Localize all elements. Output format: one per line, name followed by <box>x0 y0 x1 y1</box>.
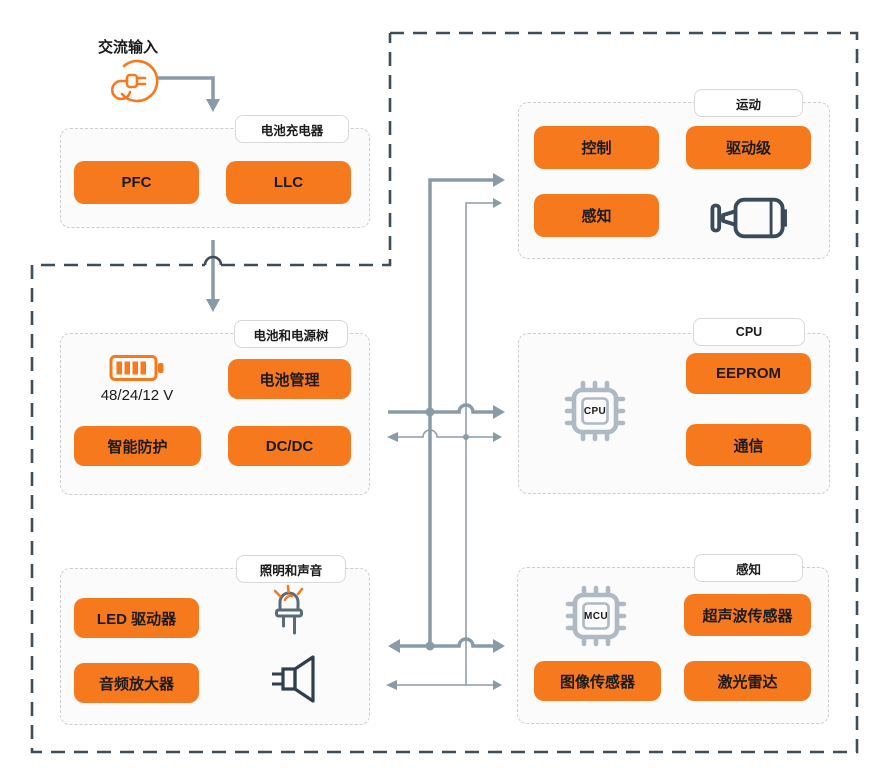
ac-input-arrow <box>158 76 215 99</box>
llc-button[interactable]: LLC <box>226 161 351 204</box>
dcdc-button[interactable]: DC/DC <box>228 426 351 466</box>
ac-input-label: 交流输入 <box>98 39 159 56</box>
battery-icon <box>109 353 165 383</box>
audio-amplifier-button[interactable]: 音频放大器 <box>74 663 199 703</box>
power-plug-icon <box>110 56 162 108</box>
cpu-tag: CPU <box>693 318 805 346</box>
comms-button[interactable]: 通信 <box>686 424 811 466</box>
motion-sensing-button[interactable]: 感知 <box>534 194 659 237</box>
motion-control-button[interactable]: 控制 <box>534 126 659 169</box>
motor-icon <box>705 193 791 243</box>
sensing-tag: 感知 <box>694 554 803 582</box>
led-icon <box>267 583 311 641</box>
image-sensor-button[interactable]: 图像传感器 <box>534 661 661 701</box>
battery-tag: 电池和电源树 <box>234 320 348 348</box>
cpu-chip-icon: CPU <box>561 377 629 445</box>
motion-box: 运动 控制 驱动级 感知 <box>518 89 830 259</box>
eeprom-button[interactable]: EEPROM <box>686 353 811 394</box>
cpu-chip-label: CPU <box>583 405 607 417</box>
lighting-box: 照明和声音 LED 驱动器 音频放大器 <box>60 555 370 725</box>
smart-protection-button[interactable]: 智能防护 <box>74 426 201 466</box>
ultrasonic-sensor-button[interactable]: 超声波传感器 <box>684 594 811 636</box>
boundary-wire-hop <box>203 255 223 266</box>
battery-management-button[interactable]: 电池管理 <box>228 359 351 399</box>
mcu-chip-label: MCU <box>584 610 608 622</box>
sensing-box: 感知 MCU 超声波传感器 图像传感器 激光雷达 <box>517 554 829 724</box>
signal-bus-line <box>465 202 493 685</box>
charger-box: 电池充电器 PFC LLC <box>60 115 370 228</box>
power-bus-line <box>428 178 493 646</box>
lighting-tag: 照明和声音 <box>236 555 346 583</box>
mcu-chip-icon: MCU <box>562 582 630 650</box>
motion-tag: 运动 <box>694 89 803 117</box>
pfc-button[interactable]: PFC <box>74 161 199 204</box>
battery-voltage-label: 48/24/12 V <box>100 387 174 404</box>
charger-tag: 电池充电器 <box>235 115 349 143</box>
lidar-button[interactable]: 激光雷达 <box>684 661 811 701</box>
battery-box: 电池和电源树 48/24/12 V 电池管理 智能防护 DC/DC <box>60 320 370 495</box>
drive-stage-button[interactable]: 驱动级 <box>686 126 811 169</box>
cpu-box: CPU CPU EEPROM 通信 <box>518 318 830 494</box>
led-driver-button[interactable]: LED 驱动器 <box>74 598 199 638</box>
speaker-icon <box>269 653 321 705</box>
